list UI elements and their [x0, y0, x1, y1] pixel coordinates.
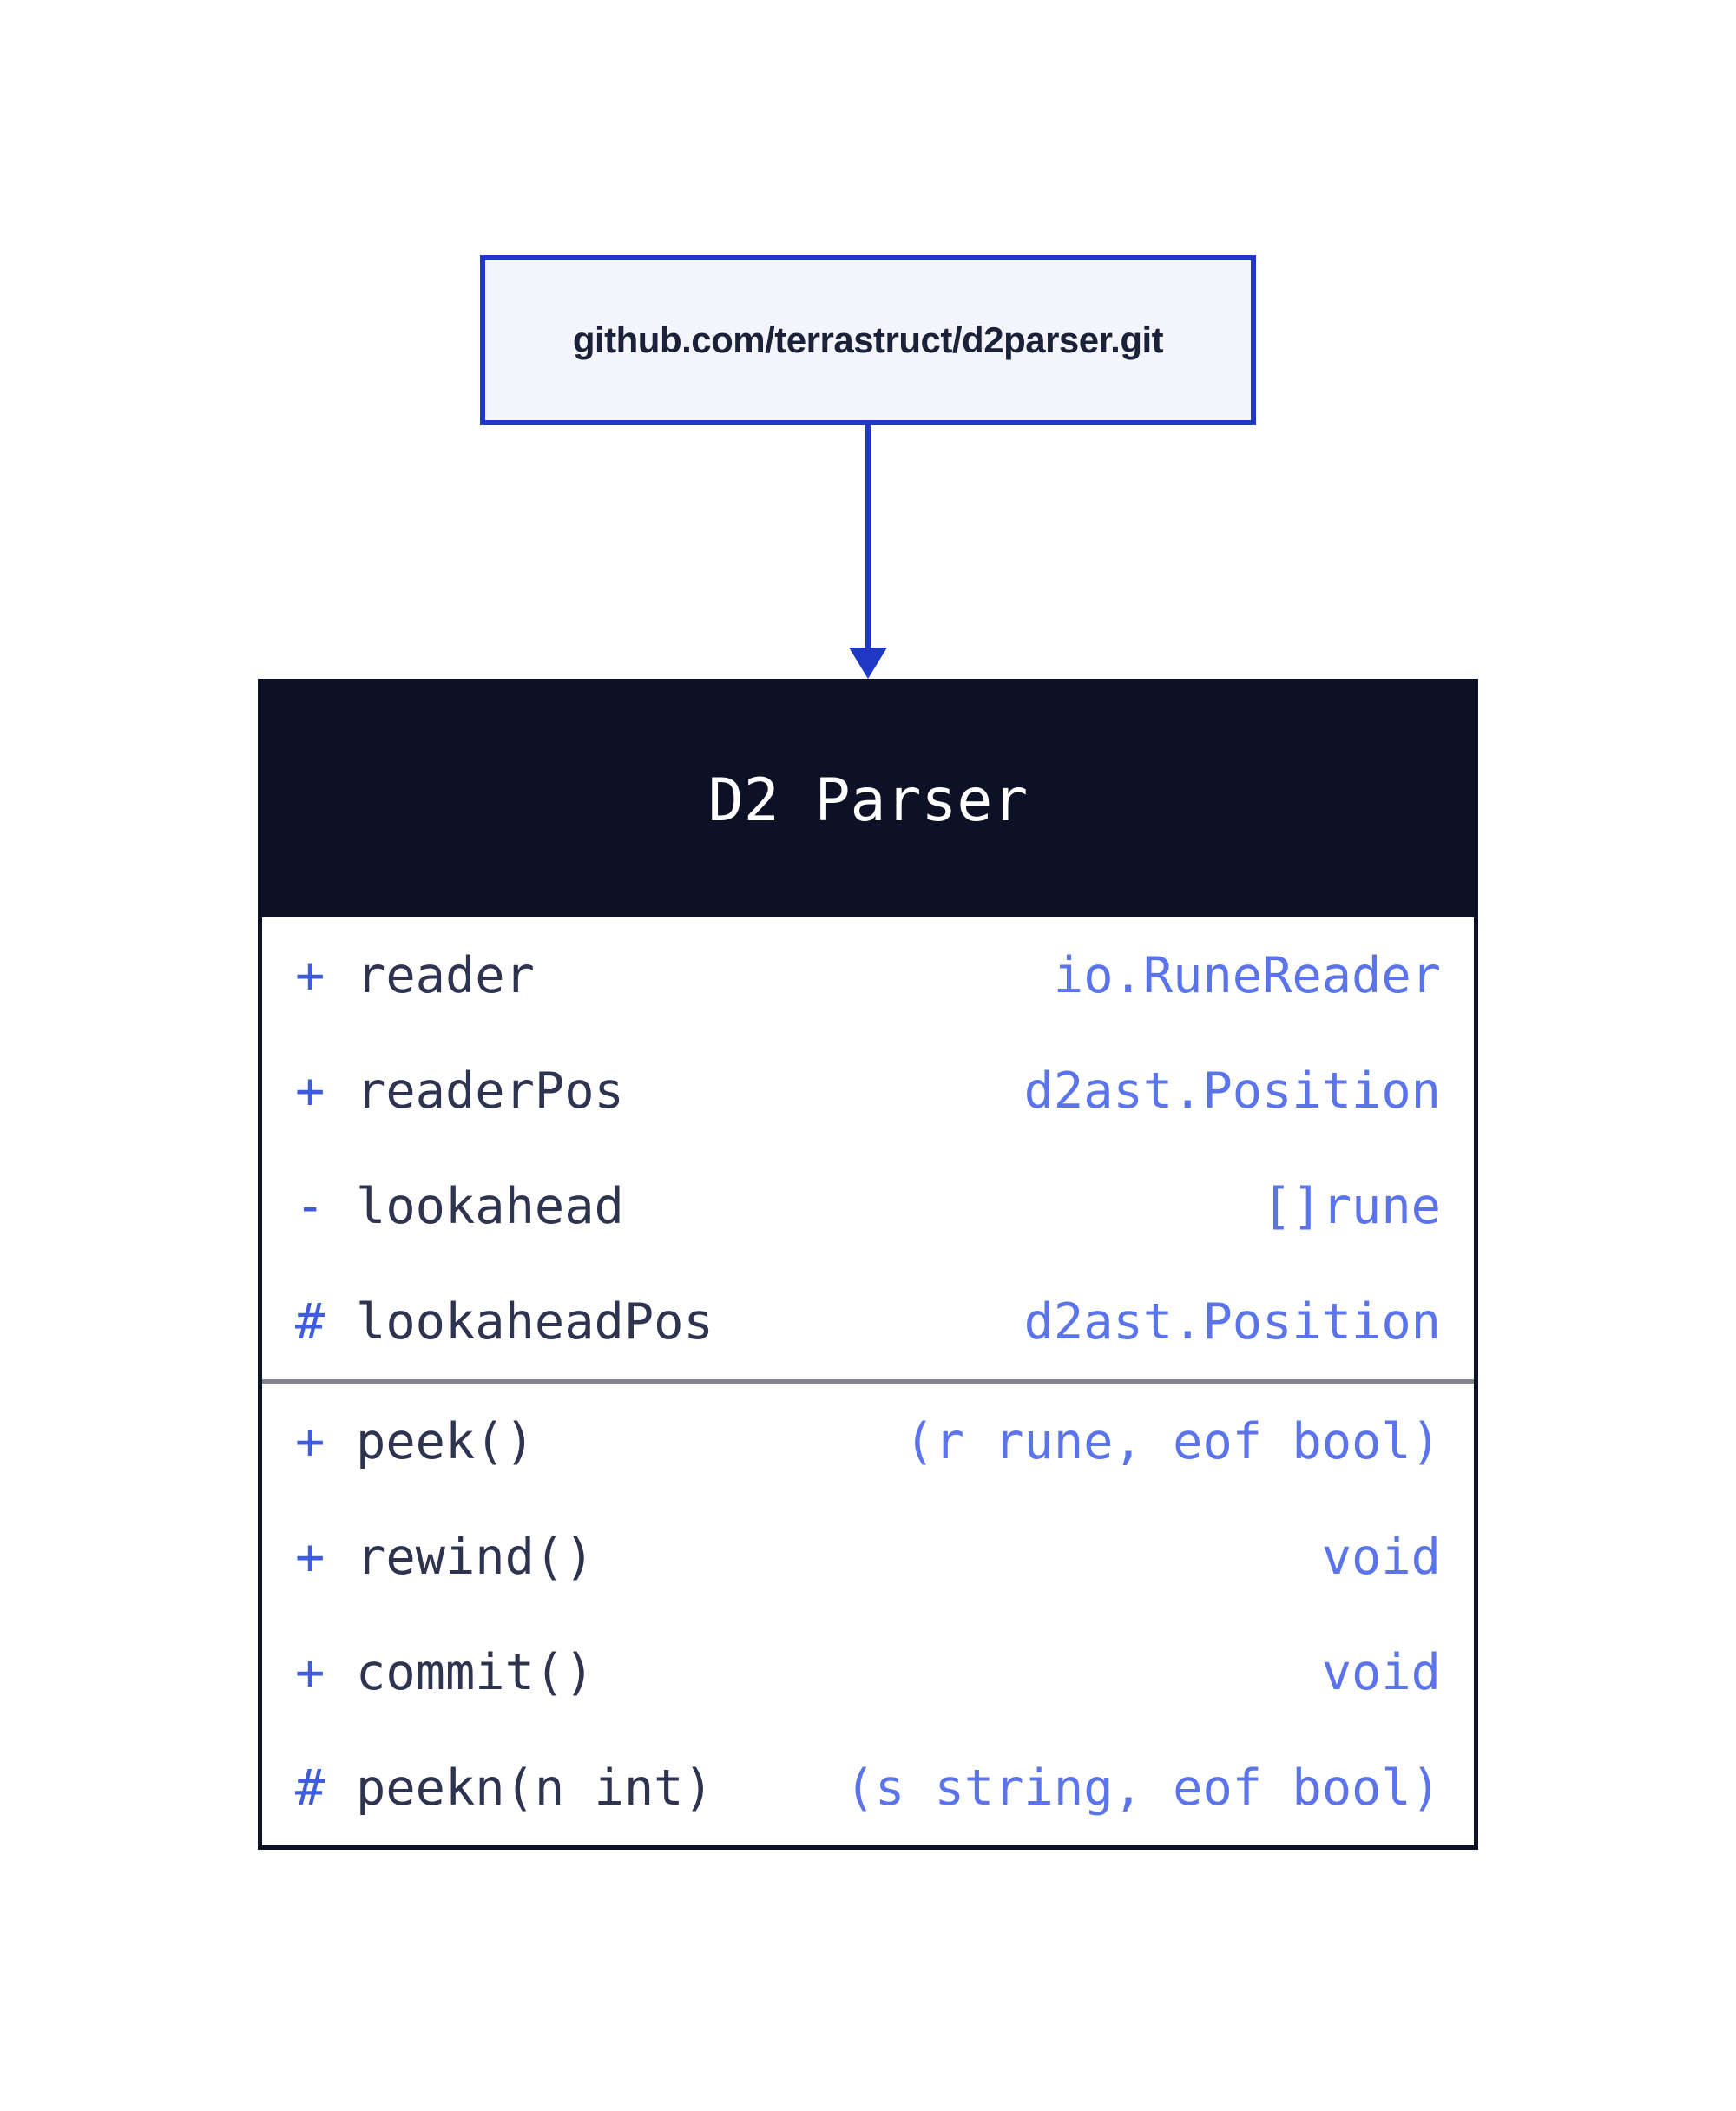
- attribute-type: io.RuneReader: [1053, 946, 1441, 1004]
- method-return-type: (s string, eof bool): [845, 1759, 1441, 1817]
- repo-label: github.com/terrastruct/d2parser.git: [572, 319, 1164, 360]
- visibility-sign: +: [295, 946, 326, 1004]
- method-row: + peek() (r rune, eof bool): [262, 1384, 1474, 1499]
- method-return-type: void: [1321, 1528, 1441, 1586]
- attribute-row: - lookahead []rune: [262, 1148, 1474, 1264]
- section-divider: [262, 1379, 1474, 1384]
- attributes-section: + reader io.RuneReader + readerPos d2ast…: [262, 917, 1474, 1379]
- method-name: rewind(): [356, 1528, 595, 1586]
- visibility-sign: #: [295, 1759, 326, 1817]
- visibility-sign: -: [295, 1177, 326, 1235]
- method-row: + commit() void: [262, 1614, 1474, 1730]
- attribute-type: d2ast.Position: [1023, 1062, 1441, 1120]
- methods-section: + peek() (r rune, eof bool) + rewind() v…: [262, 1384, 1474, 1845]
- repo-node: github.com/terrastruct/d2parser.git: [480, 255, 1256, 425]
- visibility-sign: +: [295, 1062, 326, 1120]
- connector-line: [865, 425, 871, 651]
- visibility-sign: +: [295, 1643, 326, 1701]
- attribute-name: readerPos: [356, 1062, 624, 1120]
- method-name: peek(): [356, 1412, 535, 1470]
- visibility-sign: #: [295, 1292, 326, 1351]
- attribute-name: lookahead: [356, 1177, 624, 1235]
- method-return-type: void: [1321, 1643, 1441, 1701]
- visibility-sign: +: [295, 1412, 326, 1470]
- method-row: # peekn(n int) (s string, eof bool): [262, 1730, 1474, 1845]
- attribute-row: + reader io.RuneReader: [262, 917, 1474, 1033]
- attribute-type: d2ast.Position: [1023, 1292, 1441, 1351]
- method-return-type: (r rune, eof bool): [904, 1412, 1441, 1470]
- attribute-row: # lookaheadPos d2ast.Position: [262, 1264, 1474, 1379]
- attribute-name: reader: [356, 946, 535, 1004]
- method-name: commit(): [356, 1643, 595, 1701]
- class-node: D2 Parser + reader io.RuneReader + reade…: [258, 679, 1478, 1850]
- visibility-sign: +: [295, 1528, 326, 1586]
- arrowhead-icon: [849, 648, 887, 679]
- attribute-type: []rune: [1262, 1177, 1441, 1235]
- class-title: D2 Parser: [262, 683, 1474, 917]
- attribute-row: + readerPos d2ast.Position: [262, 1033, 1474, 1148]
- method-name: peekn(n int): [356, 1759, 713, 1817]
- attribute-name: lookaheadPos: [356, 1292, 713, 1351]
- method-row: + rewind() void: [262, 1499, 1474, 1614]
